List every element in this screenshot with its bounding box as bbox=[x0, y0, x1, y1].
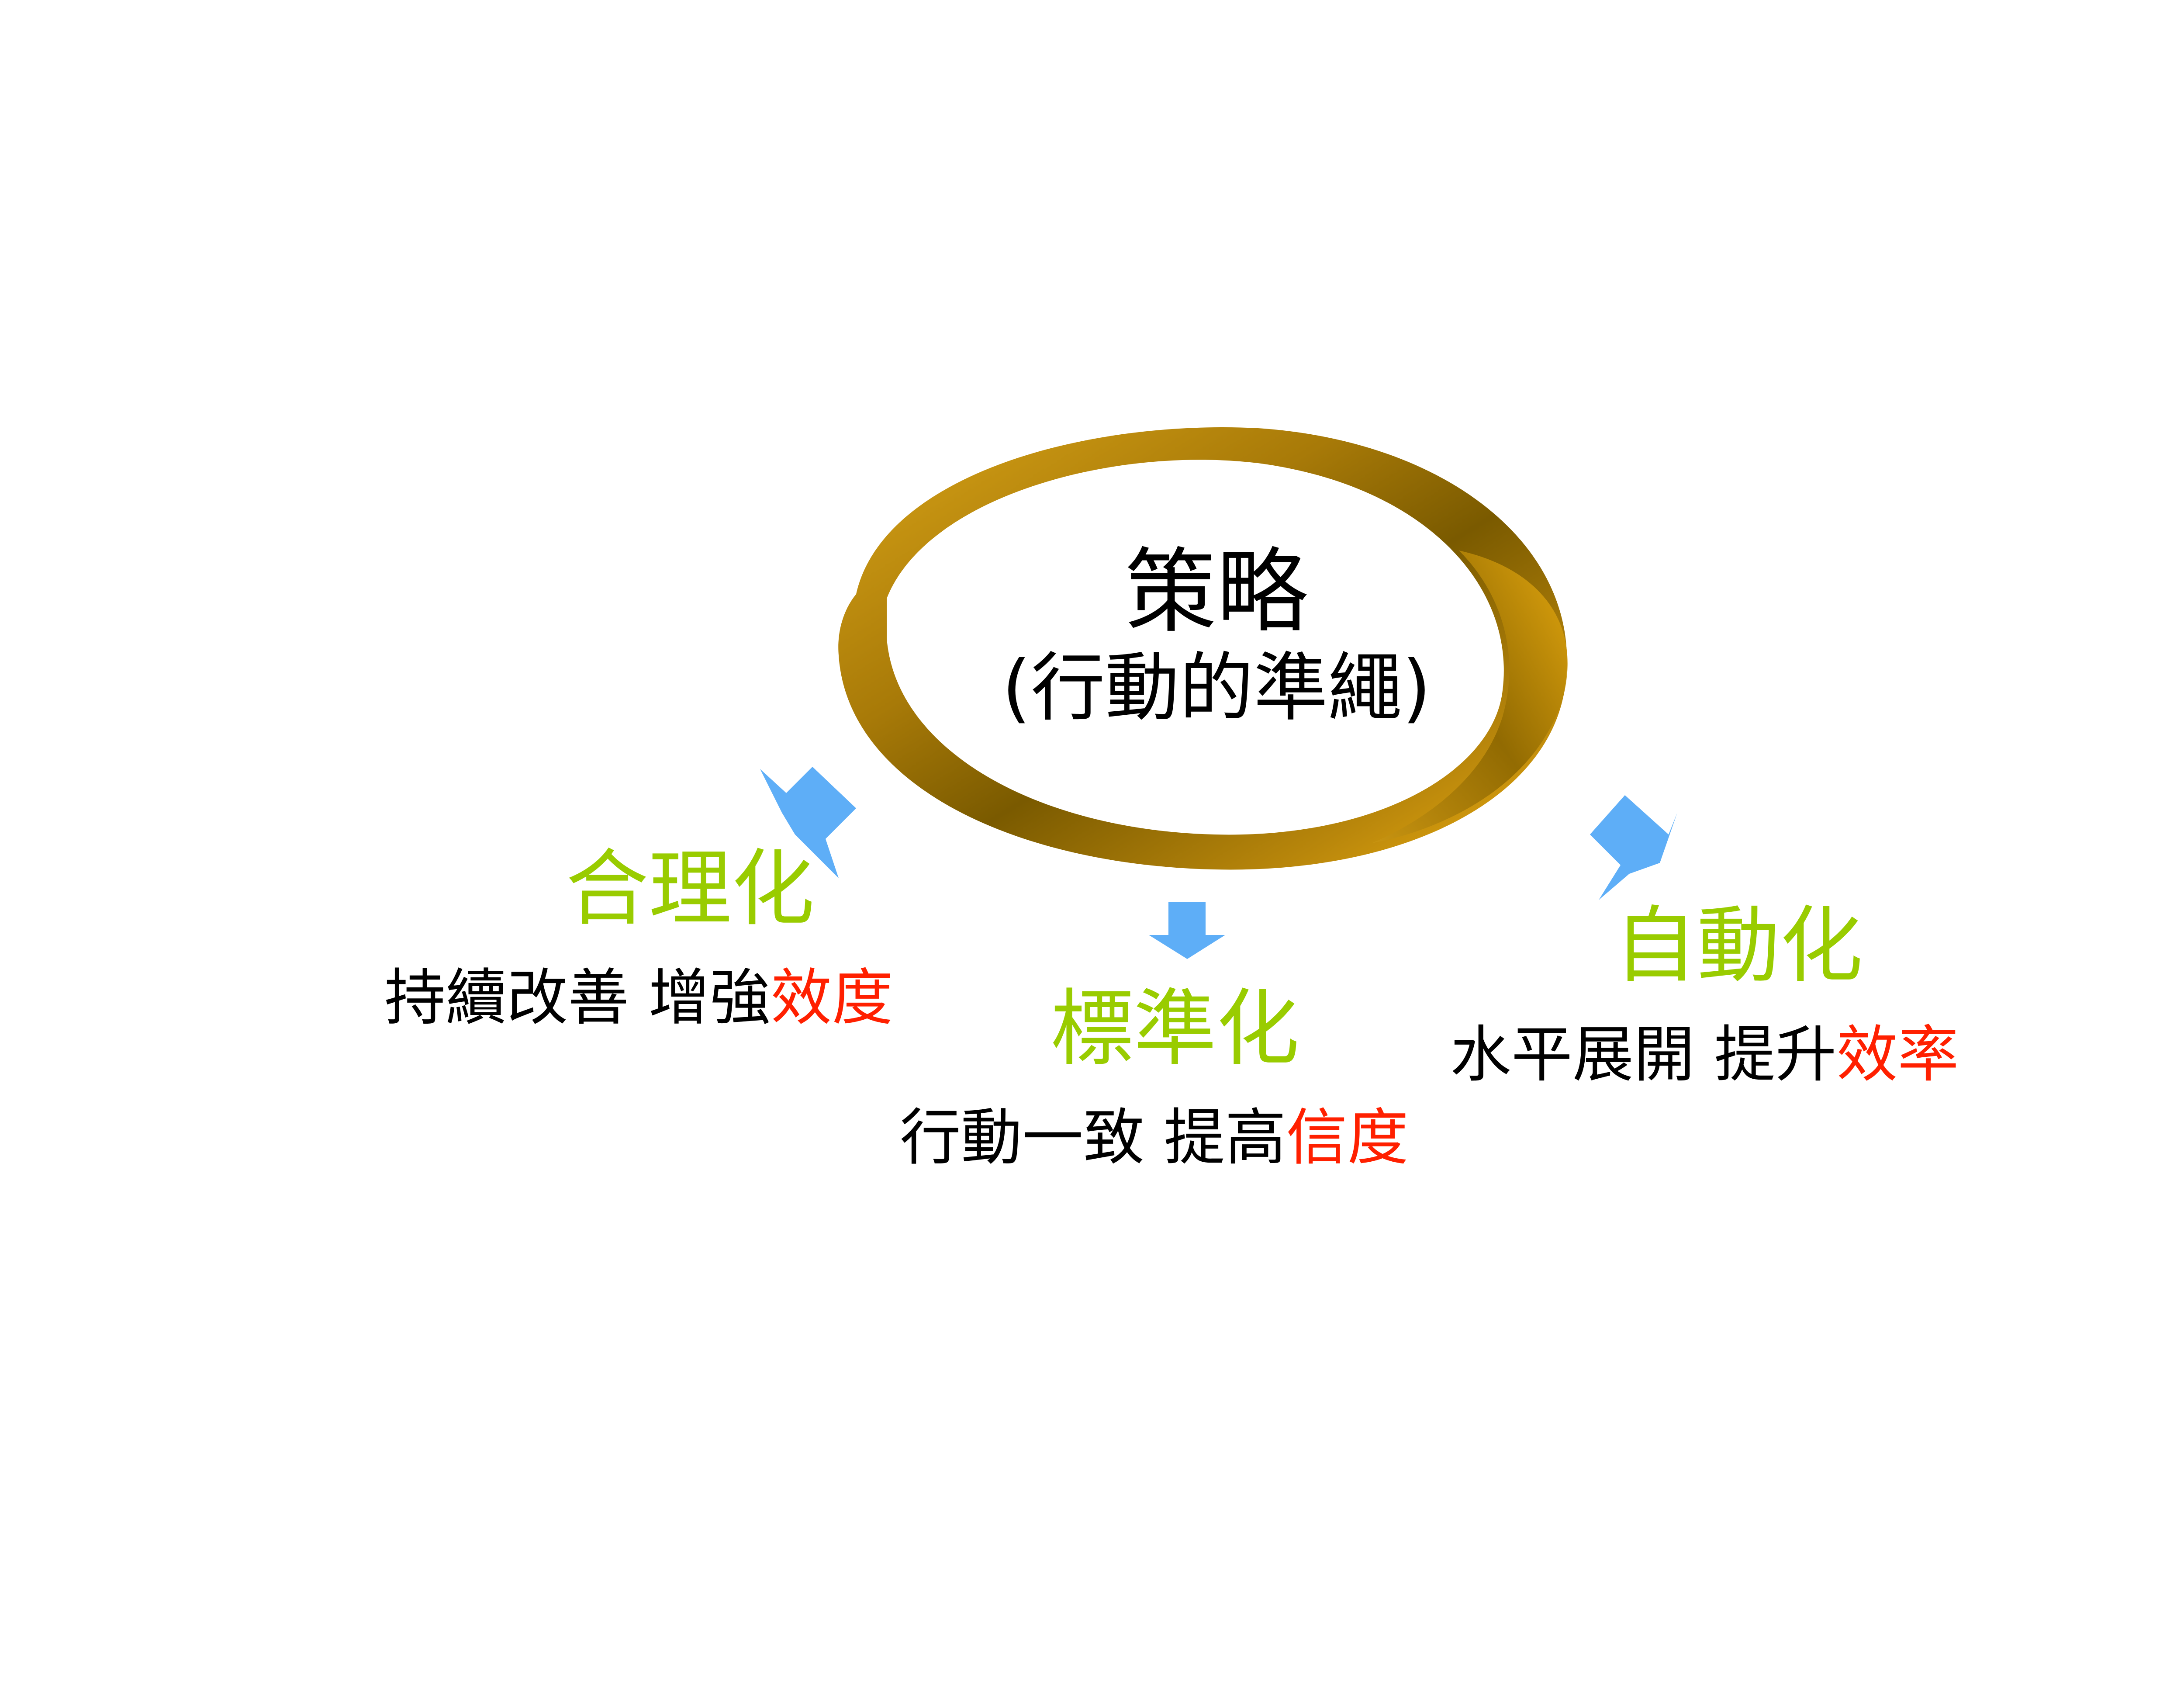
branch-standardization-highlight: 信度 bbox=[1286, 1102, 1409, 1174]
arrow-down-left-icon bbox=[1590, 795, 1677, 900]
strategy-title: 策略 bbox=[1124, 538, 1308, 645]
arrow-down-icon bbox=[1149, 902, 1225, 959]
branch-automation-highlight: 效率 bbox=[1836, 1019, 1959, 1091]
branch-standardization-text: 行動一致 提高信度 bbox=[900, 1099, 1409, 1177]
branch-automation-desc: 水平展開 提升 bbox=[1450, 1019, 1837, 1091]
branch-rationalization-desc: 持續改善 增強 bbox=[384, 962, 771, 1034]
branch-standardization-desc: 行動一致 提高 bbox=[900, 1102, 1286, 1174]
arrow-down-right-icon bbox=[760, 767, 856, 878]
branch-automation-heading: 自動化 bbox=[1614, 897, 1863, 994]
branch-rationalization-text: 持續改善 增強效度 bbox=[384, 959, 893, 1038]
strategy-ring bbox=[838, 427, 1568, 870]
branch-automation-text: 水平展開 提升效率 bbox=[1450, 1016, 1959, 1094]
branch-rationalization-highlight: 效度 bbox=[771, 962, 893, 1034]
branch-rationalization-heading: 合理化 bbox=[566, 841, 815, 937]
branch-standardization-heading: 標準化 bbox=[1051, 980, 1300, 1077]
strategy-subtitle: (行動的準繩) bbox=[1002, 645, 1431, 731]
